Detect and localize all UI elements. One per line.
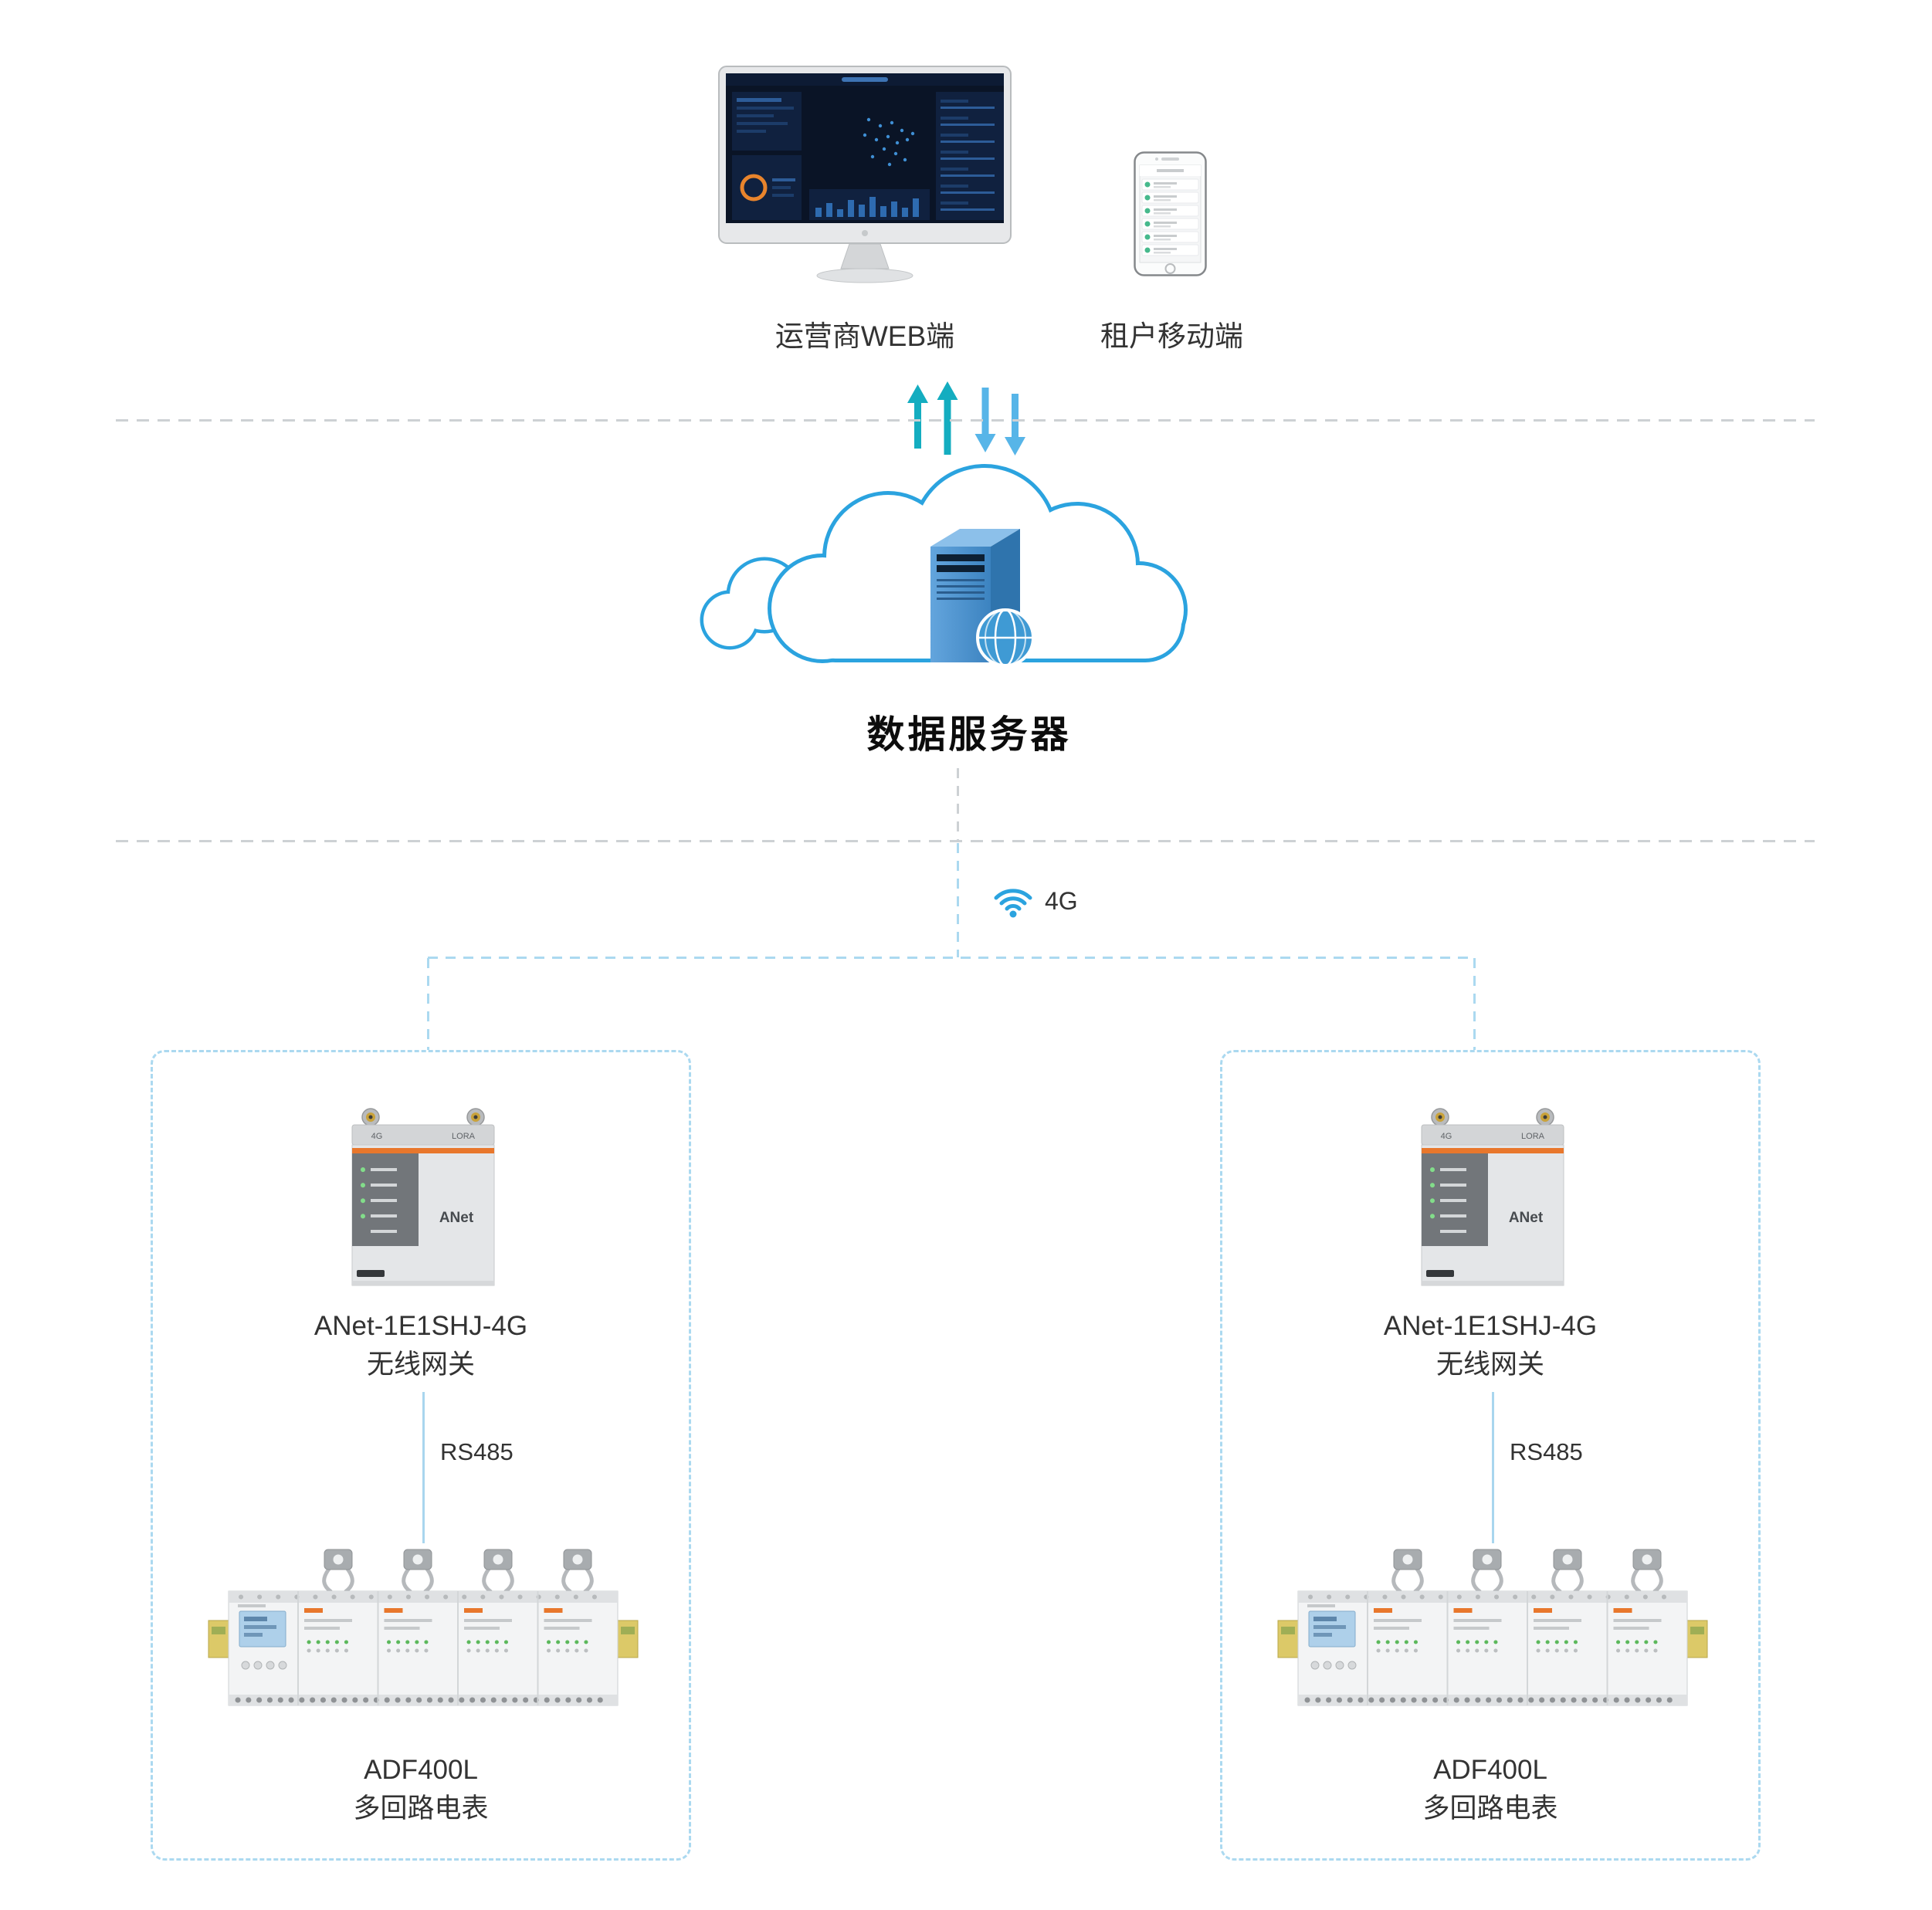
data-flow-arrows-icon bbox=[907, 381, 1025, 455]
web-terminal-monitor-graphic bbox=[718, 66, 1012, 283]
metering-group-left: ANet-1E1SHJ-4G 无线网关 RS485 ADF400L 多回路电表 bbox=[151, 1050, 691, 1861]
data-server-label: 数据服务器 bbox=[866, 714, 1072, 756]
download-arrows-icon bbox=[974, 388, 1025, 455]
meter-model-label: ADF400L bbox=[364, 1755, 478, 1785]
gateway-device-graphic bbox=[1415, 1105, 1570, 1298]
globe-icon bbox=[976, 608, 1035, 667]
uplink-label: 4G bbox=[1045, 886, 1078, 915]
branch-line-right bbox=[1473, 958, 1476, 1051]
dashboard-bar-chart bbox=[815, 197, 919, 217]
gateway-model-label: ANet-1E1SHJ-4G bbox=[314, 1311, 528, 1341]
meter-device-graphic bbox=[207, 1543, 639, 1736]
phone-list-rows bbox=[1141, 178, 1199, 256]
meter-type-label: 多回路电表 bbox=[353, 1793, 489, 1824]
mobile-terminal-phone-graphic bbox=[1134, 151, 1207, 276]
home-button bbox=[1164, 263, 1176, 274]
metering-group-right: ANet-1E1SHJ-4G 无线网关 RS485 ADF400L 多回路电表 bbox=[1220, 1050, 1761, 1861]
rs485-label: RS485 bbox=[440, 1438, 514, 1465]
separator-middle bbox=[116, 840, 1815, 842]
wireless-link: 4G bbox=[991, 882, 1078, 919]
dashboard-map-dots bbox=[863, 117, 915, 167]
wifi-icon bbox=[994, 889, 1032, 918]
cloud-icon bbox=[700, 464, 1188, 663]
mobile-terminal-label: 租户移动端 bbox=[1100, 320, 1243, 352]
separator-top bbox=[116, 419, 1815, 422]
gateway-device-graphic bbox=[346, 1105, 500, 1298]
branch-line-left bbox=[427, 958, 429, 1051]
web-terminal-label: 运营商WEB端 bbox=[774, 320, 955, 352]
monitor-stand bbox=[840, 243, 890, 269]
meter-model-label: ADF400L bbox=[1433, 1755, 1547, 1785]
meter-device-graphic bbox=[1276, 1543, 1709, 1736]
gateway-model-label: ANet-1E1SHJ-4G bbox=[1383, 1311, 1598, 1341]
rs485-line bbox=[422, 1392, 425, 1543]
gateway-type-label: 无线网关 bbox=[1435, 1349, 1544, 1380]
dashboard-right-panel bbox=[941, 100, 995, 211]
rs485-line bbox=[1492, 1392, 1494, 1543]
rs485-label: RS485 bbox=[1510, 1438, 1583, 1465]
monitor-base bbox=[816, 268, 913, 283]
branch-line-horizontal bbox=[428, 957, 1476, 959]
trunk-line-upper bbox=[957, 768, 959, 842]
upload-arrows-icon bbox=[907, 381, 958, 455]
cloud-server-graphic bbox=[700, 464, 1188, 667]
gateway-type-label: 无线网关 bbox=[366, 1349, 475, 1380]
dashboard-gauge-icon bbox=[740, 174, 768, 201]
meter-type-label: 多回路电表 bbox=[1422, 1793, 1558, 1824]
trunk-line-lower bbox=[957, 843, 959, 957]
